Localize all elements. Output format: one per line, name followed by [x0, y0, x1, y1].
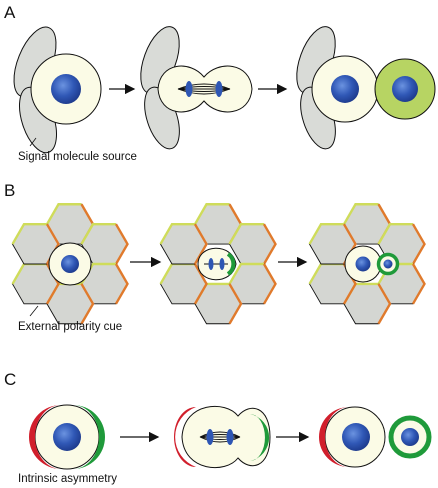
- panel-a-step-1: [13, 26, 102, 154]
- polarity-edge-orange: [114, 263, 129, 305]
- panel-a-step-3: [296, 26, 436, 150]
- chromosome-set-right: [215, 81, 223, 97]
- polarity-edge-yellow: [193, 203, 230, 225]
- polarity-edge-yellow: [228, 222, 264, 245]
- panel-c-step-1: [29, 404, 105, 470]
- polarity-edge-orange: [262, 223, 277, 265]
- panel-a-step-2: [140, 26, 253, 150]
- nucleus: [51, 74, 81, 104]
- panel-b: B External polarity cue: [4, 181, 426, 333]
- red-determinant-crescent: [319, 407, 349, 467]
- tissue-step-2: [159, 203, 277, 325]
- polarity-edge-orange: [228, 283, 243, 325]
- caption-leader-b: [29, 305, 39, 317]
- panel-a-letter: A: [4, 3, 16, 22]
- panel-c-step-3: [319, 406, 432, 468]
- polarity-edge-yellow: [80, 222, 116, 245]
- polarity-edge-orange: [411, 263, 426, 305]
- nucleus: [383, 259, 393, 269]
- chromosome-set-left: [206, 429, 214, 445]
- green-determinant-crescent: [226, 252, 236, 276]
- panel-b-caption: External polarity cue: [18, 321, 122, 333]
- panel-b-letter: B: [4, 181, 15, 200]
- nucleus: [392, 76, 418, 102]
- green-determinant-crescent: [73, 405, 105, 469]
- panel-c-step-2: [174, 405, 271, 469]
- polarity-edge-orange: [262, 263, 277, 305]
- polarity-edge-orange: [193, 223, 208, 265]
- polarity-edge-orange: [411, 223, 426, 265]
- nucleus: [53, 423, 81, 451]
- tissue-step-1: [11, 203, 129, 325]
- panel-c-caption: Intrinsic asymmetry: [18, 473, 117, 485]
- polarity-edge-yellow: [11, 222, 47, 245]
- chromosome-set-left: [208, 258, 214, 270]
- caption-leader-a: [29, 137, 37, 147]
- polarity-edge-orange: [193, 263, 208, 305]
- green-determinant-crescent: [250, 414, 270, 461]
- polarity-edge-orange: [114, 223, 129, 265]
- polarity-edge-orange: [80, 283, 95, 325]
- nucleus: [331, 75, 359, 103]
- polarity-edge-yellow: [228, 262, 264, 285]
- polarity-edge-yellow: [159, 222, 195, 245]
- nucleus: [401, 428, 419, 446]
- polarity-edge-yellow: [308, 222, 344, 245]
- red-determinant-crescent: [29, 405, 61, 469]
- panel-c: C: [4, 370, 432, 485]
- chromosome-set-right: [219, 258, 225, 270]
- chromosome-set-right: [226, 429, 234, 445]
- panel-a-caption: Signal molecule source: [18, 151, 137, 163]
- chromosome-set-left: [185, 81, 193, 97]
- nucleus: [342, 423, 370, 451]
- nucleus: [355, 256, 371, 272]
- panel-a: A: [4, 3, 436, 163]
- tissue-step-3: [308, 203, 426, 325]
- panel-c-letter: C: [4, 370, 16, 389]
- polarity-edge-orange: [377, 283, 392, 325]
- mitotic-spindle: [199, 431, 241, 443]
- nucleus: [61, 255, 79, 273]
- polarity-edge-yellow: [45, 203, 82, 225]
- polarity-edge-yellow: [342, 203, 379, 225]
- polarity-edge-yellow: [377, 222, 413, 245]
